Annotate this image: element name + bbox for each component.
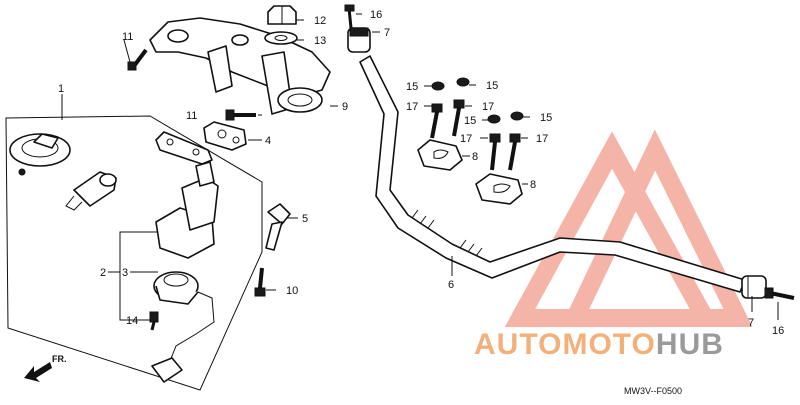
cap-15-a <box>431 81 445 91</box>
steering-top-bridge <box>149 17 331 115</box>
callout-11-upper: 11 <box>122 31 133 43</box>
callout-7-right: 7 <box>748 317 754 329</box>
callout-17-c: 17 <box>460 133 472 145</box>
callout-11-lower: 11 <box>186 110 197 122</box>
watermark-logo <box>504 129 753 327</box>
cap-15-b <box>456 77 470 87</box>
front-arrow: FR. <box>24 354 67 382</box>
bolt-17-c <box>489 133 501 171</box>
bolt-11-upper <box>127 48 148 71</box>
reference-code: MW3V--F0500 <box>624 386 682 396</box>
callout-16-top: 16 <box>370 9 382 21</box>
callout-15-a: 15 <box>406 81 418 93</box>
callout-4: 4 <box>265 135 271 147</box>
assembly-outline <box>5 115 263 391</box>
washer-13 <box>264 31 298 45</box>
fuel-cap <box>9 133 71 176</box>
callout-17-a: 17 <box>406 101 418 113</box>
callout-1: 1 <box>58 83 64 95</box>
callout-5: 5 <box>302 213 308 225</box>
callout-8-lower: 8 <box>530 179 536 191</box>
callout-7-top: 7 <box>384 27 390 39</box>
cap-15-d <box>510 111 524 121</box>
callout-6: 6 <box>448 279 454 291</box>
seat-lock <box>65 171 117 211</box>
handlebar-holder-upper <box>417 139 463 171</box>
cap-15-c <box>487 114 501 124</box>
callout-15-d: 15 <box>540 112 552 124</box>
lock-bracket <box>155 131 213 165</box>
callout-15-c: 15 <box>464 115 476 127</box>
bolt-11-lower <box>225 109 256 121</box>
bolt-17-b <box>452 99 465 137</box>
callout-12: 12 <box>314 15 326 27</box>
callout-8-upper: 8 <box>472 151 478 163</box>
bolt-16-right <box>764 287 795 300</box>
callout-14: 14 <box>126 315 138 327</box>
callout-9: 9 <box>342 101 348 113</box>
watermark-text: AUTOMOTOHUB <box>474 328 724 361</box>
callout-15-b: 15 <box>486 80 498 92</box>
callout-13: 13 <box>314 35 326 47</box>
bar-end-weight-top <box>347 27 371 53</box>
bolt-10 <box>254 267 266 297</box>
callout-labels: 1 2 3 4 5 6 7 7 8 8 9 10 11 11 12 13 14 … <box>58 9 784 337</box>
bolt-17-a <box>430 103 443 139</box>
leader-lines <box>61 13 779 321</box>
key-5 <box>265 203 291 251</box>
callout-17-b: 17 <box>482 101 494 113</box>
switch-cover <box>153 271 199 305</box>
callout-3: 3 <box>122 267 128 279</box>
stem-nut-12 <box>267 5 297 25</box>
callout-2: 2 <box>100 267 106 279</box>
screw-14 <box>149 311 159 331</box>
callout-16-right: 16 <box>772 325 784 337</box>
front-direction-label: FR. <box>52 354 67 364</box>
handlebar-assembly <box>344 4 795 300</box>
callout-17-d: 17 <box>536 133 548 145</box>
switch-wiring <box>151 291 215 383</box>
watermark-word-a: AUTOMOTO <box>474 328 656 361</box>
callout-10: 10 <box>286 285 298 297</box>
watermark-word-b: HUB <box>656 328 724 361</box>
bar-end-weight-right <box>741 275 767 299</box>
bolt-17-d <box>508 133 521 171</box>
ignition-switch <box>155 161 219 259</box>
handlebar-holder-lower <box>475 173 523 205</box>
bolt-16-top <box>344 4 355 29</box>
bracket-4 <box>203 121 247 151</box>
